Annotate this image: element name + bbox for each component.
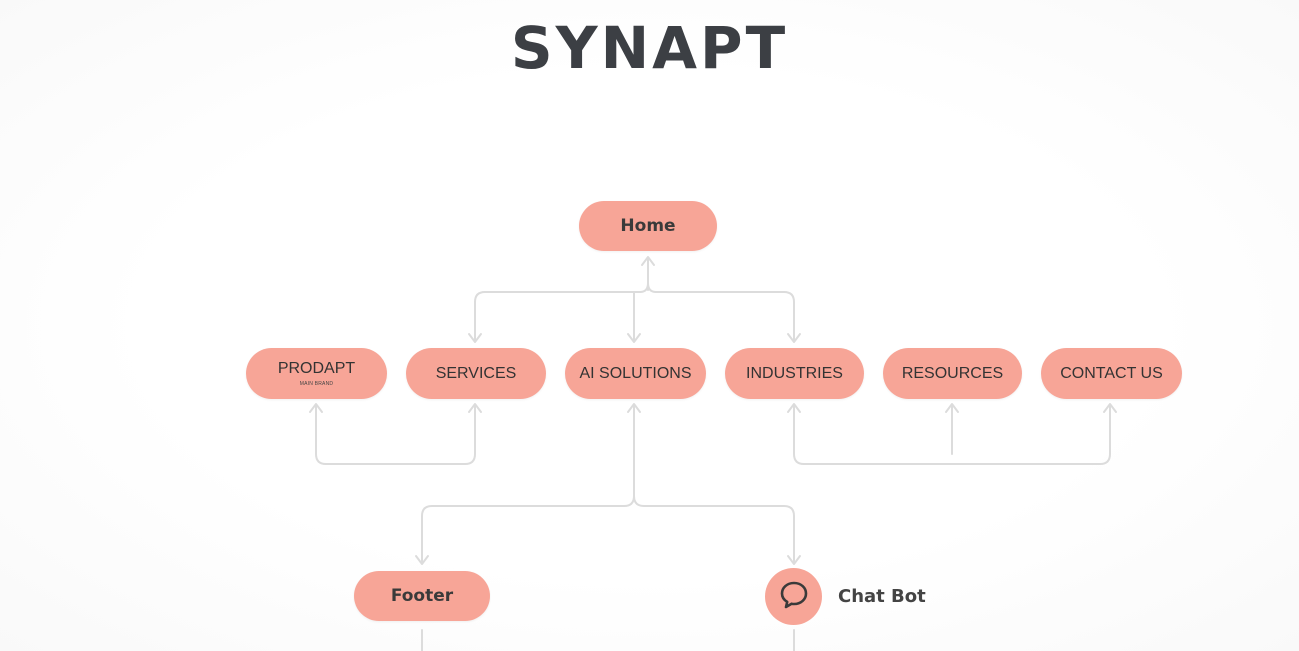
connector-home-right bbox=[647, 282, 795, 341]
arrowhead-resources-bottom bbox=[945, 403, 959, 413]
node-prodapt[interactable]: PRODAPT MAIN BRAND bbox=[246, 348, 387, 399]
connector-ai-chatbot bbox=[633, 495, 795, 563]
node-ai-solutions-label: AI SOLUTIONS bbox=[579, 364, 692, 382]
arrowhead-footer-top bbox=[415, 555, 429, 565]
node-ai-solutions[interactable]: AI SOLUTIONS bbox=[565, 348, 706, 399]
node-home[interactable]: Home bbox=[579, 201, 717, 251]
node-chat-bot-label: Chat Bot bbox=[838, 586, 926, 607]
arrowhead-industries-bottom bbox=[787, 403, 801, 413]
arrowhead-chatbot-top bbox=[787, 555, 801, 565]
connector-prodapt-services bbox=[315, 405, 476, 465]
node-prodapt-label: PRODAPT bbox=[277, 360, 356, 377]
arrowhead-prodapt-bottom bbox=[309, 403, 323, 413]
connector-industries-contact bbox=[793, 405, 1111, 465]
node-resources[interactable]: RESOURCES bbox=[883, 348, 1022, 399]
node-prodapt-sublabel: MAIN BRAND bbox=[299, 381, 334, 387]
node-home-label: Home bbox=[620, 216, 676, 236]
node-industries[interactable]: INDUSTRIES bbox=[725, 348, 864, 399]
arrowhead-industries-top bbox=[787, 333, 801, 343]
connector-home-left bbox=[474, 282, 649, 341]
node-footer-label: Footer bbox=[390, 586, 454, 606]
arrowhead-home bbox=[641, 256, 655, 266]
node-services-label: SERVICES bbox=[435, 364, 517, 382]
arrowhead-ai-bottom bbox=[627, 403, 641, 413]
arrowhead-services-bottom bbox=[468, 403, 482, 413]
chat-bubble-icon bbox=[778, 579, 810, 615]
node-resources-label: RESOURCES bbox=[901, 364, 1004, 382]
node-footer[interactable]: Footer bbox=[354, 571, 490, 621]
node-chat-bot[interactable] bbox=[765, 568, 822, 625]
arrowhead-ai-top bbox=[627, 333, 641, 343]
node-contact-us[interactable]: CONTACT US bbox=[1041, 348, 1182, 399]
connector-ai-footer bbox=[421, 495, 635, 563]
node-services[interactable]: SERVICES bbox=[406, 348, 546, 399]
brand-title: SYNAPT bbox=[510, 14, 789, 82]
node-industries-label: INDUSTRIES bbox=[746, 364, 843, 382]
node-contact-us-label: CONTACT US bbox=[1060, 364, 1163, 382]
arrowhead-services-top bbox=[468, 333, 482, 343]
arrowhead-contact-bottom bbox=[1103, 403, 1117, 413]
